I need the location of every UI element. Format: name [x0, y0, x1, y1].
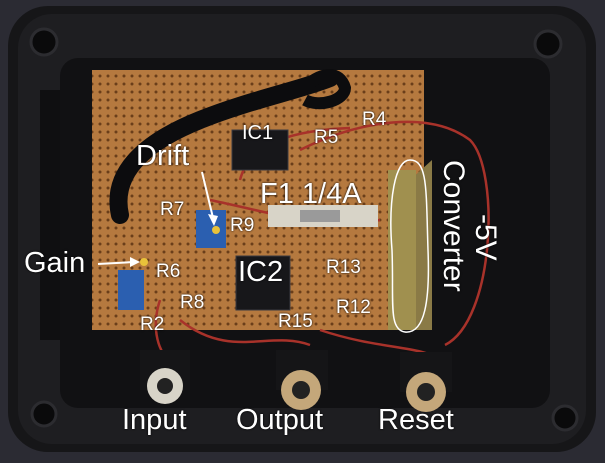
- label-ic2: IC2: [238, 256, 284, 288]
- output-jack: [276, 350, 328, 410]
- label-input: Input: [122, 404, 187, 436]
- label-r12: R12: [336, 297, 371, 318]
- label-ic1: IC1: [242, 122, 274, 144]
- label-r2: R2: [140, 314, 165, 335]
- label-fuse: F1 1/4A: [260, 178, 362, 210]
- label-r7: R7: [160, 199, 185, 220]
- label-r6: R6: [156, 261, 181, 282]
- drift-trimpot-screw: [212, 226, 220, 234]
- gain-trimpot: [118, 270, 144, 310]
- screw-hole-top-right: [533, 29, 563, 59]
- gain-trimpot-screw: [140, 258, 148, 266]
- label-drift: Drift: [136, 140, 190, 172]
- label-r13: R13: [326, 257, 361, 278]
- label-r8: R8: [180, 292, 205, 313]
- label-gain: Gain: [24, 247, 86, 279]
- input-jack: [140, 350, 190, 404]
- screw-hole-bottom-right: [551, 404, 579, 432]
- label-converter-voltage: -5V: [469, 214, 502, 261]
- converter-outline: [390, 159, 430, 333]
- label-converter-word: Converter: [437, 160, 470, 292]
- drift-arrow: [201, 171, 215, 223]
- label-reset: Reset: [378, 404, 454, 436]
- label-r4: R4: [362, 109, 387, 130]
- gain-arrow: [97, 261, 135, 265]
- label-output: Output: [236, 404, 324, 436]
- screw-hole-top-left: [29, 27, 59, 57]
- label-r5: R5: [314, 127, 339, 148]
- label-r9: R9: [230, 215, 255, 236]
- ic2-chip: [235, 255, 291, 311]
- black-cable: [109, 69, 339, 224]
- ic1-chip: [231, 129, 289, 171]
- label-r15: R15: [278, 311, 313, 332]
- screw-hole-bottom-left: [30, 400, 58, 428]
- reset-jack: [400, 352, 452, 412]
